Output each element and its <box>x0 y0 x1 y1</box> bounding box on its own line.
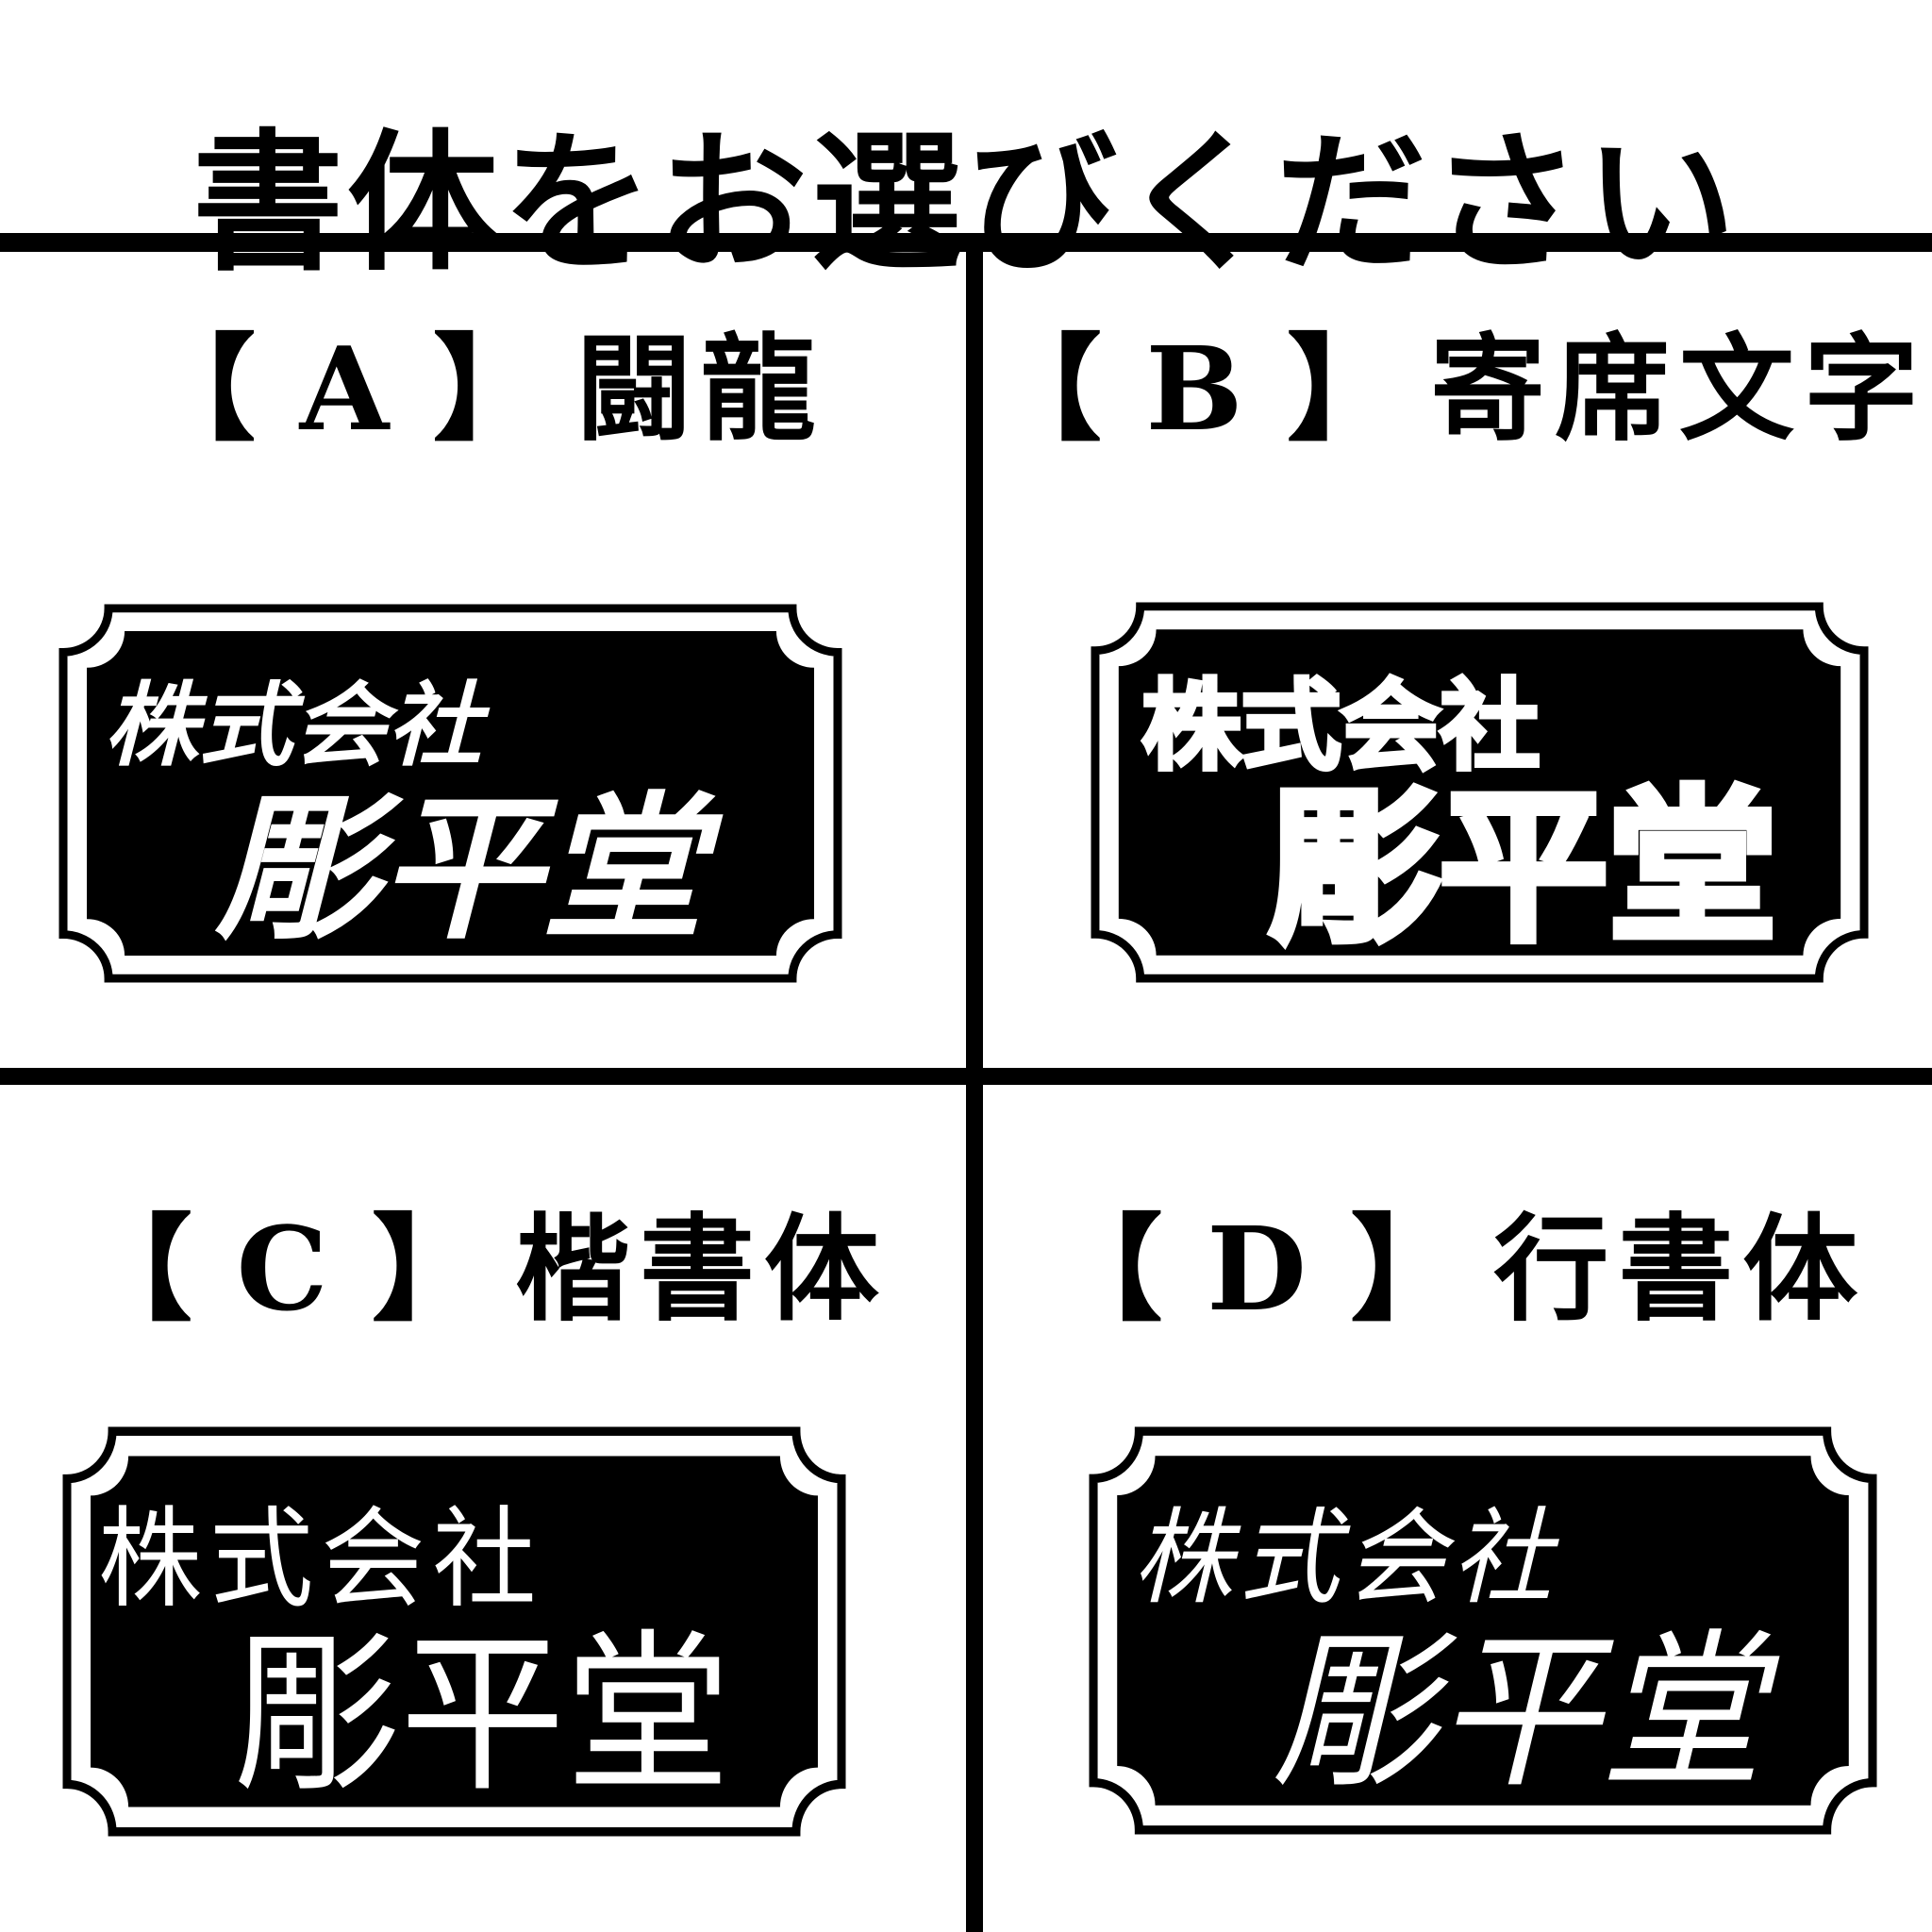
option-d-plaque: 株式会社 彫平堂 <box>1089 1426 1877 1835</box>
option-a-plaque: 株式会社 彫平堂 <box>58 604 842 983</box>
option-b-label: 【 B 】寄席文字 <box>983 320 1932 458</box>
option-b-font-name: 寄席文字 <box>1430 321 1929 457</box>
option-d-font-name: 行書体 <box>1493 1201 1868 1337</box>
plaque-name-line: 彫平堂 <box>1273 1613 1780 1811</box>
plaque-company-line: 株式会社 <box>104 673 491 779</box>
option-c-letter: 【 C 】 <box>76 1201 490 1337</box>
option-a-label: 【 A 】闘龍 <box>0 320 966 458</box>
plaque-panel <box>91 1456 818 1807</box>
plaque-company-line: 株式会社 <box>1142 668 1540 783</box>
option-b-plaque: 株式会社 彫平堂 <box>1091 602 1869 983</box>
option-c-label: 【 C 】楷書体 <box>0 1200 966 1338</box>
option-a-quadrant: 【 A 】闘龍 株式会社 彫平堂 <box>0 252 966 1068</box>
plaque-company-line: 株式会社 <box>1132 1497 1559 1619</box>
plaque-name-line: 彫平堂 <box>235 1615 731 1816</box>
option-d-letter: 【 D 】 <box>1047 1201 1468 1337</box>
option-c-font-name: 楷書体 <box>515 1201 890 1337</box>
option-b-quadrant: 【 B 】寄席文字 株式会社 彫平堂 <box>983 252 1932 1068</box>
plaque-company-line: 株式会社 <box>98 1495 544 1623</box>
option-a-font-name: 闘龍 <box>575 321 825 457</box>
option-a-letter: 【 A 】 <box>141 321 550 457</box>
option-c-quadrant: 【 C 】楷書体 株式会社 彫平堂 <box>0 1085 966 1932</box>
option-d-quadrant: 【 D 】行書体 株式会社 彫平堂 <box>983 1085 1932 1932</box>
option-c-plaque: 株式会社 彫平堂 <box>62 1426 846 1837</box>
plaque-panel <box>1118 629 1841 956</box>
page-title: 書体をお選びください <box>192 114 1740 292</box>
option-d-label: 【 D 】行書体 <box>983 1200 1932 1338</box>
plaque-panel <box>1117 1456 1849 1806</box>
divider-horizontal-middle <box>0 1068 1932 1085</box>
option-b-letter: 【 B 】 <box>986 321 1405 457</box>
plaque-panel <box>87 631 814 956</box>
plaque-name-line: 彫平堂 <box>1271 770 1777 964</box>
plaque-name-line: 彫平堂 <box>214 776 724 961</box>
